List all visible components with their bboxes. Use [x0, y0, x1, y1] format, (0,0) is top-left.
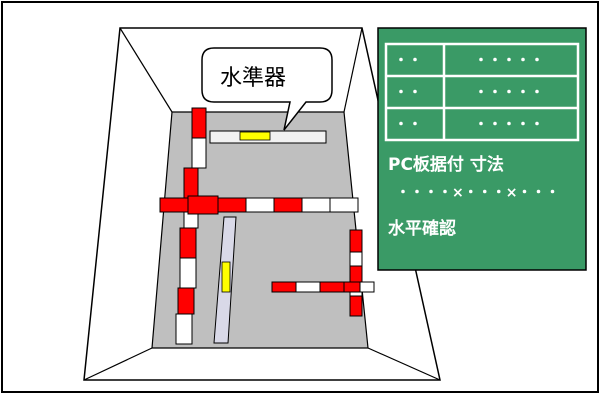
spirit-level-vertical — [213, 216, 237, 344]
board-line-title: PC板据付 寸法 — [388, 155, 504, 175]
board-row-2-right: ・・・・・ — [474, 85, 544, 101]
board-row-3-left: ・・ — [394, 117, 422, 133]
survey-staff-vertical-right — [349, 229, 363, 317]
survey-staff-vertical-left — [175, 107, 207, 345]
callout-bubble — [201, 47, 333, 131]
survey-staff-horizontal-middle — [159, 195, 359, 215]
survey-staff-horizontal-right — [271, 281, 375, 293]
board-row-2-left: ・・ — [394, 85, 422, 101]
board-row-1-left: ・・ — [394, 53, 422, 69]
spirit-level-top — [209, 130, 327, 144]
callout-label: 水準器 — [220, 66, 287, 91]
construction-blackboard — [377, 27, 587, 271]
board-line-check: 水平確認 — [388, 219, 456, 239]
level-bubble — [239, 131, 271, 141]
level-bubble — [221, 261, 231, 293]
board-row-3-right: ・・・・・ — [474, 117, 544, 133]
board-line-dimensions: ・・・・×・・・×・・・ — [396, 185, 560, 201]
board-row-1-right: ・・・・・ — [474, 53, 544, 69]
